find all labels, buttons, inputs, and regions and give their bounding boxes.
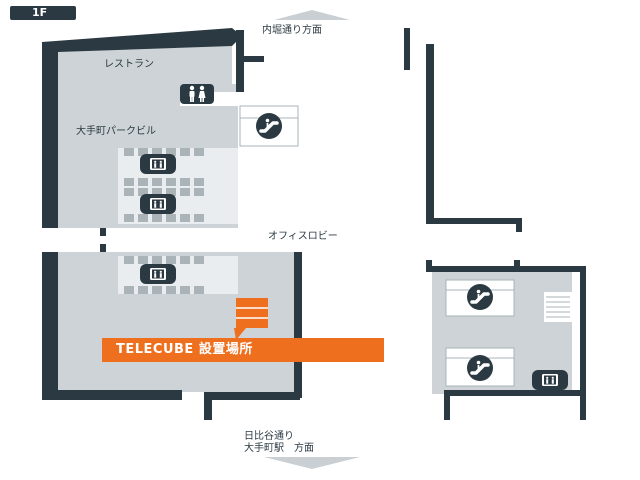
- escalator-icon: [465, 353, 495, 383]
- telecube-location-callout: TELECUBE 設置場所: [102, 338, 384, 362]
- elevator-icon: [140, 264, 176, 284]
- restaurant-label: レストラン: [104, 59, 154, 70]
- escalator-icon: [465, 282, 495, 312]
- south-direction-label-line1: 日比谷通り: [244, 431, 294, 442]
- floor-badge: 1F: [10, 6, 76, 20]
- north-arrow: [274, 10, 350, 20]
- north-direction-label: 内堀通り方面: [262, 25, 322, 36]
- building-label: 大手町パークビル: [76, 126, 156, 137]
- elevator-icon: [140, 194, 176, 214]
- south-direction-label-line2: 大手町駅 方面: [244, 443, 314, 454]
- elevator-icon: [140, 154, 176, 174]
- south-arrow: [264, 457, 360, 469]
- elevator-bank-lower: [118, 256, 238, 294]
- telecube-booth: [234, 298, 268, 340]
- stair-area: [544, 292, 572, 322]
- office-lobby-label: オフィスロビー: [268, 231, 338, 242]
- escalator-icon: [254, 111, 284, 141]
- elevator-bank-upper: [118, 148, 238, 224]
- walls: [42, 28, 586, 420]
- restroom-icon: [180, 84, 214, 104]
- restaurant-room: [58, 42, 232, 84]
- elevator-icon: [532, 370, 568, 390]
